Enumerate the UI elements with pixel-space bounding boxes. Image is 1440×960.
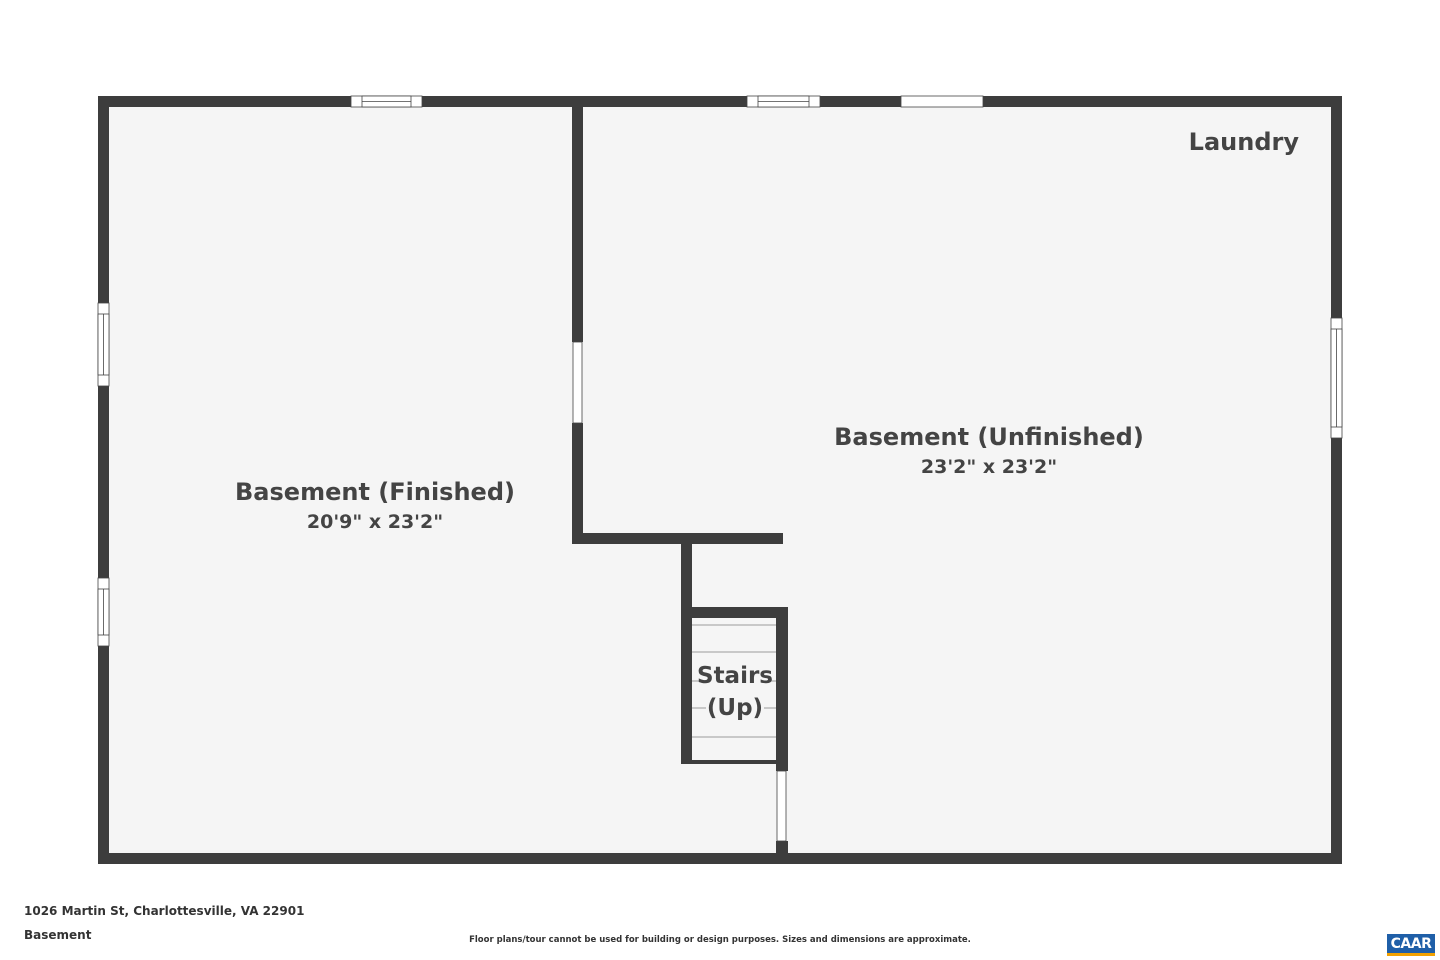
room-name-unfinished: Basement (Unfinished) <box>834 423 1144 451</box>
wall-right <box>1331 96 1342 864</box>
disclaimer-text: Floor plans/tour cannot be used for buil… <box>469 935 971 945</box>
window-top-left <box>350 95 423 108</box>
wall-bottom <box>98 853 1342 864</box>
room-name-stairs: Stairs <box>697 663 773 689</box>
window-right <box>1330 317 1343 439</box>
room-dimensions-finished: 20'9" x 23'2" <box>307 511 443 533</box>
wall-stair-top <box>681 607 788 618</box>
door-opening-top <box>900 95 984 108</box>
floor-area <box>104 102 1336 858</box>
window-left-upper <box>97 302 110 387</box>
wall-interior-vertical-upper <box>572 102 583 342</box>
room-name-laundry: Laundry <box>1189 128 1300 156</box>
wall-stair-bottom <box>681 760 785 764</box>
wall-interior-horizontal <box>572 533 783 544</box>
floor-name: Basement <box>24 928 92 942</box>
wall-left <box>98 96 109 864</box>
window-left-lower <box>97 577 110 647</box>
doorway-stair <box>776 770 787 842</box>
doorway-interior <box>572 341 583 424</box>
window-top-center <box>746 95 821 108</box>
room-dimensions-unfinished: 23'2" x 23'2" <box>921 456 1057 478</box>
wall-stub-bottom <box>776 841 788 857</box>
wall-top <box>98 96 1342 107</box>
caar-logo: CAAR <box>1387 934 1435 956</box>
property-address: 1026 Martin St, Charlottesville, VA 2290… <box>24 904 305 918</box>
room-name-finished: Basement (Finished) <box>235 478 515 506</box>
wall-interior-vertical-lower <box>572 423 583 544</box>
wall-stair-left <box>681 533 692 763</box>
room-dimensions-stairs: (Up) <box>707 695 763 721</box>
wall-stair-right <box>776 607 788 771</box>
